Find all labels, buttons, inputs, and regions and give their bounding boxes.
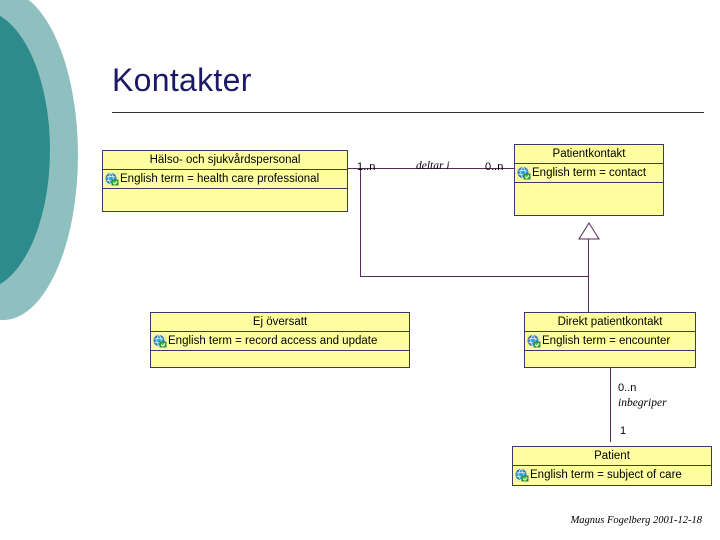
class-separator [103, 169, 347, 170]
class-box-direkt-patientkontakt[interactable]: Direkt patientkontakt English term = enc… [524, 312, 696, 368]
title-divider [112, 112, 704, 113]
association-label-bottom: inbegriper [618, 397, 667, 409]
multiplicity-bottom-bottom: 1 [620, 425, 627, 437]
generalization-line-upper [588, 238, 589, 276]
class-attribute-patient: English term = subject of care [513, 466, 711, 484]
class-operations-patientkontakt [515, 182, 663, 207]
association-line-vertical-left [360, 168, 361, 276]
globe-link-icon [153, 334, 167, 348]
class-attribute-halso: English term = health care professional [103, 170, 347, 188]
class-name-ej-oversatt: Ej översatt [252, 316, 308, 328]
globe-link-icon [527, 334, 541, 348]
class-separator [515, 163, 663, 164]
generalization-line-lower [588, 276, 589, 312]
globe-link-icon [105, 172, 119, 186]
class-name-halso: Hälso- och sjukvårdspersonal [149, 154, 301, 166]
association-label-top: deltar i [416, 160, 450, 172]
globe-link-icon [515, 468, 529, 482]
class-separator [151, 331, 409, 332]
class-attribute-direkt-patientkontakt: English term = encounter [525, 332, 695, 350]
association-line-bottom [610, 368, 611, 442]
association-line-horizontal-mid [360, 276, 588, 277]
class-box-patientkontakt[interactable]: Patientkontakt English term = contact [514, 144, 664, 216]
globe-link-icon [517, 166, 531, 180]
class-attribute-text-patient: English term = subject of care [530, 469, 682, 481]
multiplicity-bottom-top: 0..n [618, 382, 637, 394]
association-line-top [348, 168, 514, 169]
class-box-halso-och-sjukvardspersonal[interactable]: Hälso- och sjukvårdspersonal English ter… [102, 150, 348, 212]
class-attribute-patientkontakt: English term = contact [515, 164, 663, 182]
class-box-patient[interactable]: Patient English term = subject of care [512, 446, 712, 486]
multiplicity-top-left: 1..n [357, 161, 376, 173]
class-name-patient: Patient [594, 450, 630, 462]
slide-footer: Magnus Fogelberg 2001-12-18 [570, 515, 702, 526]
class-attribute-text-ej-oversatt: English term = record access and update [168, 335, 378, 347]
class-attribute-text-direkt-patientkontakt: English term = encounter [542, 335, 671, 347]
class-attribute-text-patientkontakt: English term = contact [532, 167, 647, 179]
class-attribute-ej-oversatt: English term = record access and update [151, 332, 409, 350]
class-separator [525, 331, 695, 332]
class-name-patientkontakt: Patientkontakt [552, 148, 626, 160]
class-operations-halso [103, 188, 347, 213]
class-separator [513, 465, 711, 466]
generalization-triangle-icon [578, 222, 600, 240]
class-operations-ej-oversatt [151, 350, 409, 365]
class-name-direkt-patientkontakt: Direkt patientkontakt [557, 316, 663, 328]
page-title: Kontakter [112, 62, 252, 98]
class-attribute-text-halso: English term = health care professional [120, 173, 320, 185]
multiplicity-top-right: 0..n [485, 161, 504, 173]
class-operations-direkt-patientkontakt [525, 350, 695, 365]
class-box-ej-oversatt[interactable]: Ej översatt English term = record access… [150, 312, 410, 368]
